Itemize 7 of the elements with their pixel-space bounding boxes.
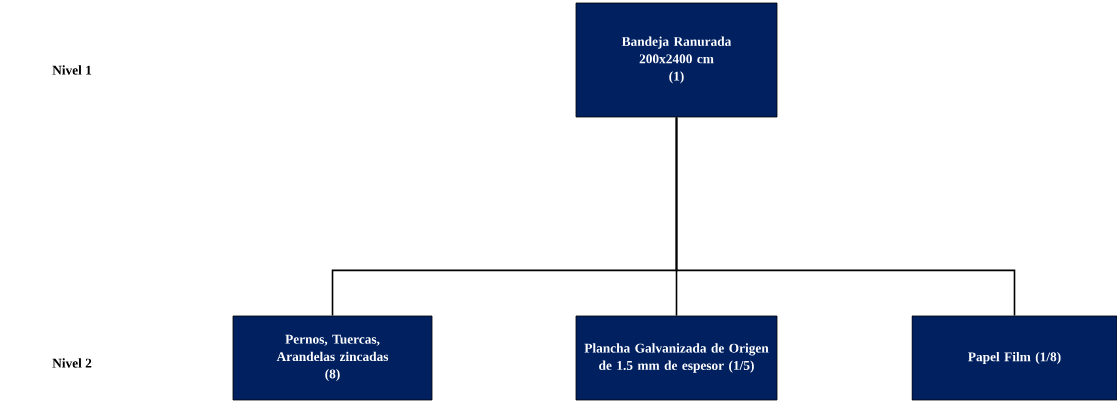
component-box: Plancha Galvanizada de Origen de 1.5 mm de espesor (1/5) [575,315,778,401]
component-box: Pernos, Tuercas, Arandelas zincadas (8) [232,315,433,401]
connector-line [675,116,1016,317]
level-label: Nivel 1 [52,65,92,75]
component-box: Bandeja Ranurada 200x2400 cm (1) [575,2,778,118]
component-box: Papel Film (1/8) [911,315,1117,401]
level-label: Nivel 2 [52,358,92,368]
